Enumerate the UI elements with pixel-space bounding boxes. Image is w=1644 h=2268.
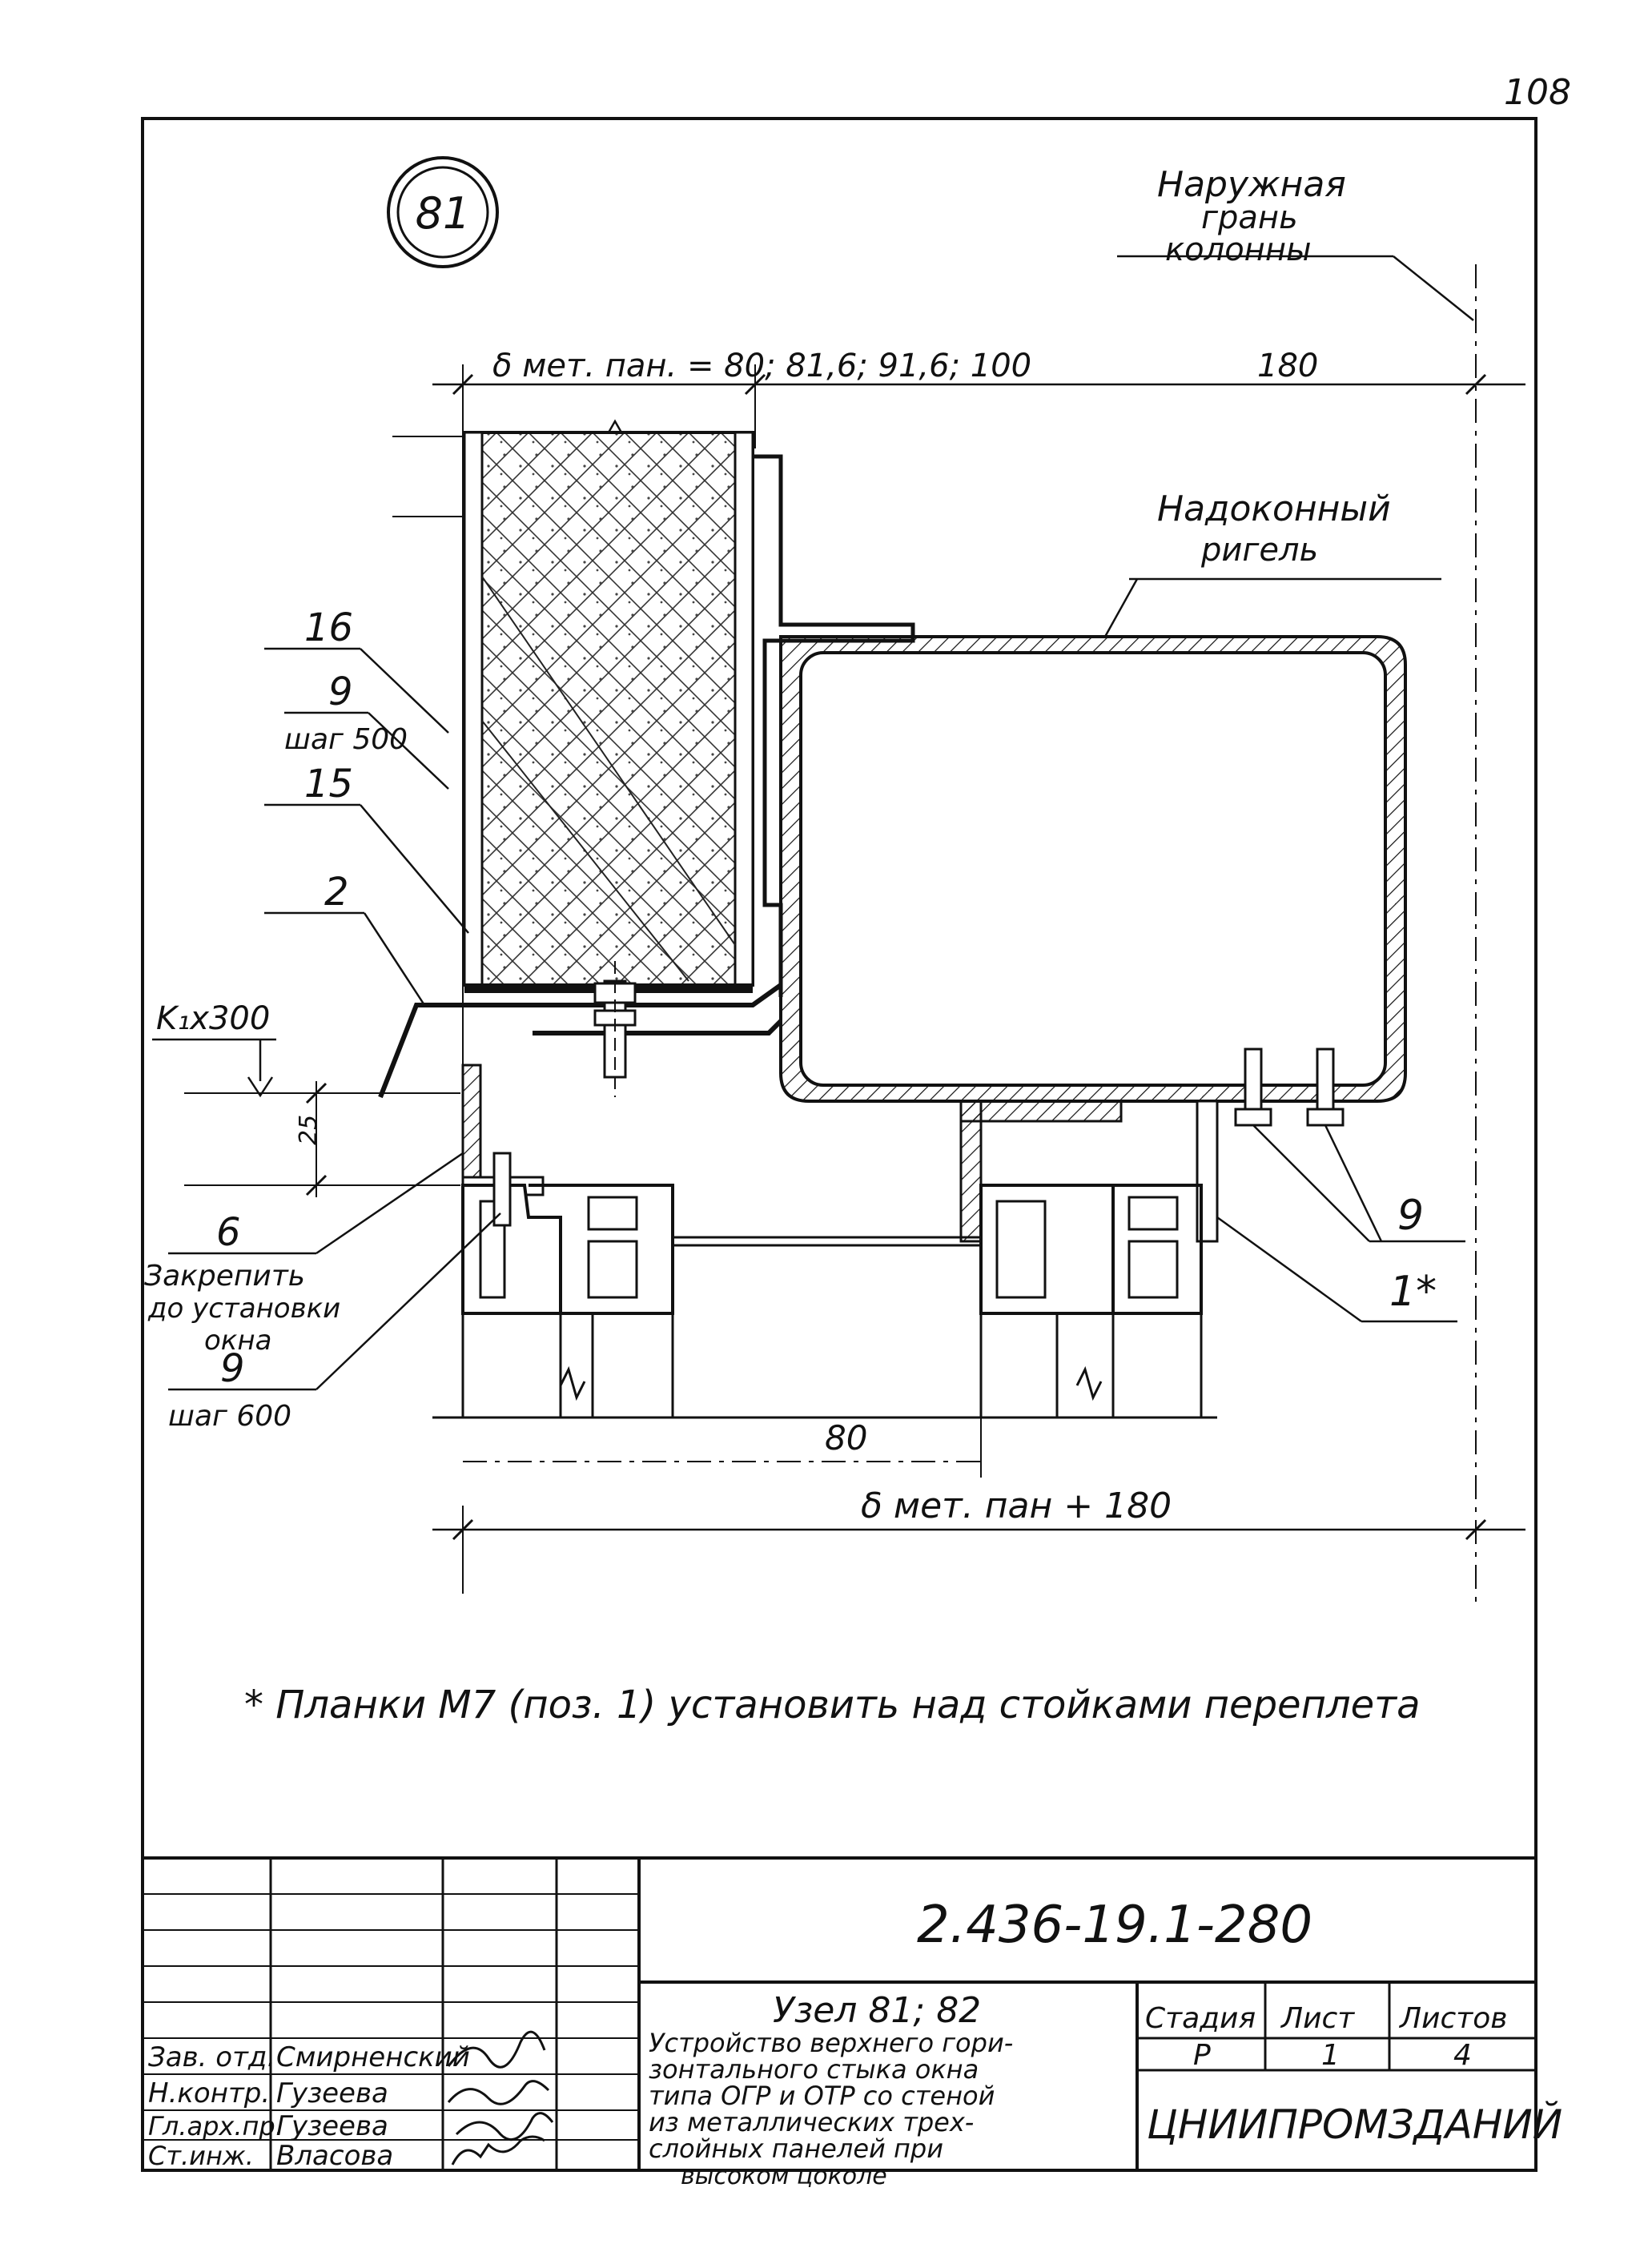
svg-text:высоком цоколе: высоком цоколе [681, 2162, 887, 2190]
sheet-value: 1 [1321, 2039, 1340, 2072]
fix-note-l1: Закрепить [144, 1260, 305, 1293]
name-1: Смирненский [276, 2041, 470, 2073]
organization: ЦНИИПРОМЗДАНИЙ [1147, 2101, 1562, 2148]
callout-9c: 9 [1397, 1192, 1424, 1240]
callout-16: 16 [304, 605, 353, 650]
wall-panel [392, 419, 754, 987]
dim-180-top: 180 [1257, 348, 1318, 384]
stage-header: Стадия [1145, 2002, 1256, 2035]
document-code: 2.436-19.1-280 [917, 1896, 1312, 1955]
svg-text:80: 80 [825, 1418, 867, 1458]
callout-1: 1* [1389, 1268, 1437, 1316]
callout-9a: 9 [328, 670, 353, 714]
stage-value: Р [1193, 2039, 1211, 2072]
sheets-value: 4 [1453, 2039, 1472, 2072]
signatures [447, 2030, 554, 2165]
title-block: 2.436-19.1-280 Узел 81; 82 Устройство ве… [143, 1856, 1562, 2190]
node-number: 81 [416, 188, 471, 239]
dim-80: 80 [463, 1418, 982, 1478]
callout-k: K₁x300 [156, 1000, 270, 1037]
callout-9b: 9 [220, 1346, 245, 1391]
node-title: Узел 81; 82 [773, 1990, 981, 2031]
name-2: Гузеева [276, 2077, 388, 2109]
outer-face-label: Наружная грань колонны [1117, 164, 1474, 321]
sheet-header: Лист [1280, 2002, 1355, 2035]
svg-text:слойных панелей при: слойных панелей при [649, 2133, 943, 2164]
dim-overall: δ мет. пан + 180 [861, 1486, 1172, 1526]
sheets-header: Листов [1398, 2002, 1507, 2035]
svg-text:колонны: колонны [1165, 231, 1312, 268]
window-frame-right [979, 1184, 1203, 1418]
role-4: Ст.инж. [148, 2141, 254, 2171]
callouts-right: 9 1* [1216, 1124, 1465, 1323]
callout-9b-step: шаг 600 [168, 1400, 291, 1433]
role-3: Гл.арх.пр. [148, 2111, 283, 2141]
svg-text:типа ОГР и ОТР со стеной: типа ОГР и ОТР со стеной [649, 2081, 995, 2111]
svg-text:25: 25 [295, 1115, 323, 1145]
svg-text:Надоконный: Надоконный [1157, 489, 1391, 529]
svg-text:из металлических трех-: из металлических трех- [649, 2107, 974, 2137]
callouts-bottom-left: 6 Закрепить до установки окна 9 шаг 600 [144, 1152, 501, 1433]
callout-6: 6 [216, 1210, 241, 1255]
node-number-circle: 81 [387, 156, 499, 268]
svg-text:Наружная: Наружная [1157, 164, 1346, 205]
window-frame-left [461, 1064, 674, 1418]
callout-2: 2 [324, 870, 349, 915]
dim-25: 25 [184, 1081, 460, 1197]
callout-9a-step: шаг 500 [284, 723, 408, 756]
lintel-support [959, 1100, 1219, 1243]
page-number: 108 [1504, 72, 1571, 113]
panel-bolt [593, 961, 637, 1097]
callout-15: 15 [304, 762, 353, 806]
lintel-beam [779, 635, 1407, 1103]
lintel-bolts [1234, 1048, 1345, 1127]
callouts-left: 16 9 шаг 500 15 2 K₁x300 [152, 605, 469, 1098]
role-2: Н.контр. [148, 2077, 270, 2109]
fix-note-l2: до установки [147, 1293, 340, 1325]
fix-note-l3: окна [204, 1325, 271, 1357]
name-4: Власова [276, 2140, 393, 2172]
name-3: Гузеева [276, 2110, 388, 2142]
drip-flashing [378, 983, 783, 1099]
dim-panel-thickness: δ мет. пан. = 80; 81,6; 91,6; 100 [492, 348, 1031, 384]
bottom-dimension: δ мет. пан + 180 [432, 1486, 1525, 1594]
sheet-frame [141, 117, 1537, 2172]
lintel-label: Надоконный ригель [1103, 489, 1441, 637]
svg-text:грань: грань [1201, 199, 1298, 236]
svg-text:зонтального стыка окна: зонтального стыка окна [649, 2054, 979, 2085]
svg-text:ригель: ригель [1200, 532, 1318, 569]
role-1: Зав. отд. [148, 2041, 275, 2073]
footnote: * Планки М7 (поз. 1) установить над стой… [244, 1683, 1421, 1727]
svg-text:Устройство верхнего гори-: Устройство верхнего гори- [649, 2028, 1013, 2058]
